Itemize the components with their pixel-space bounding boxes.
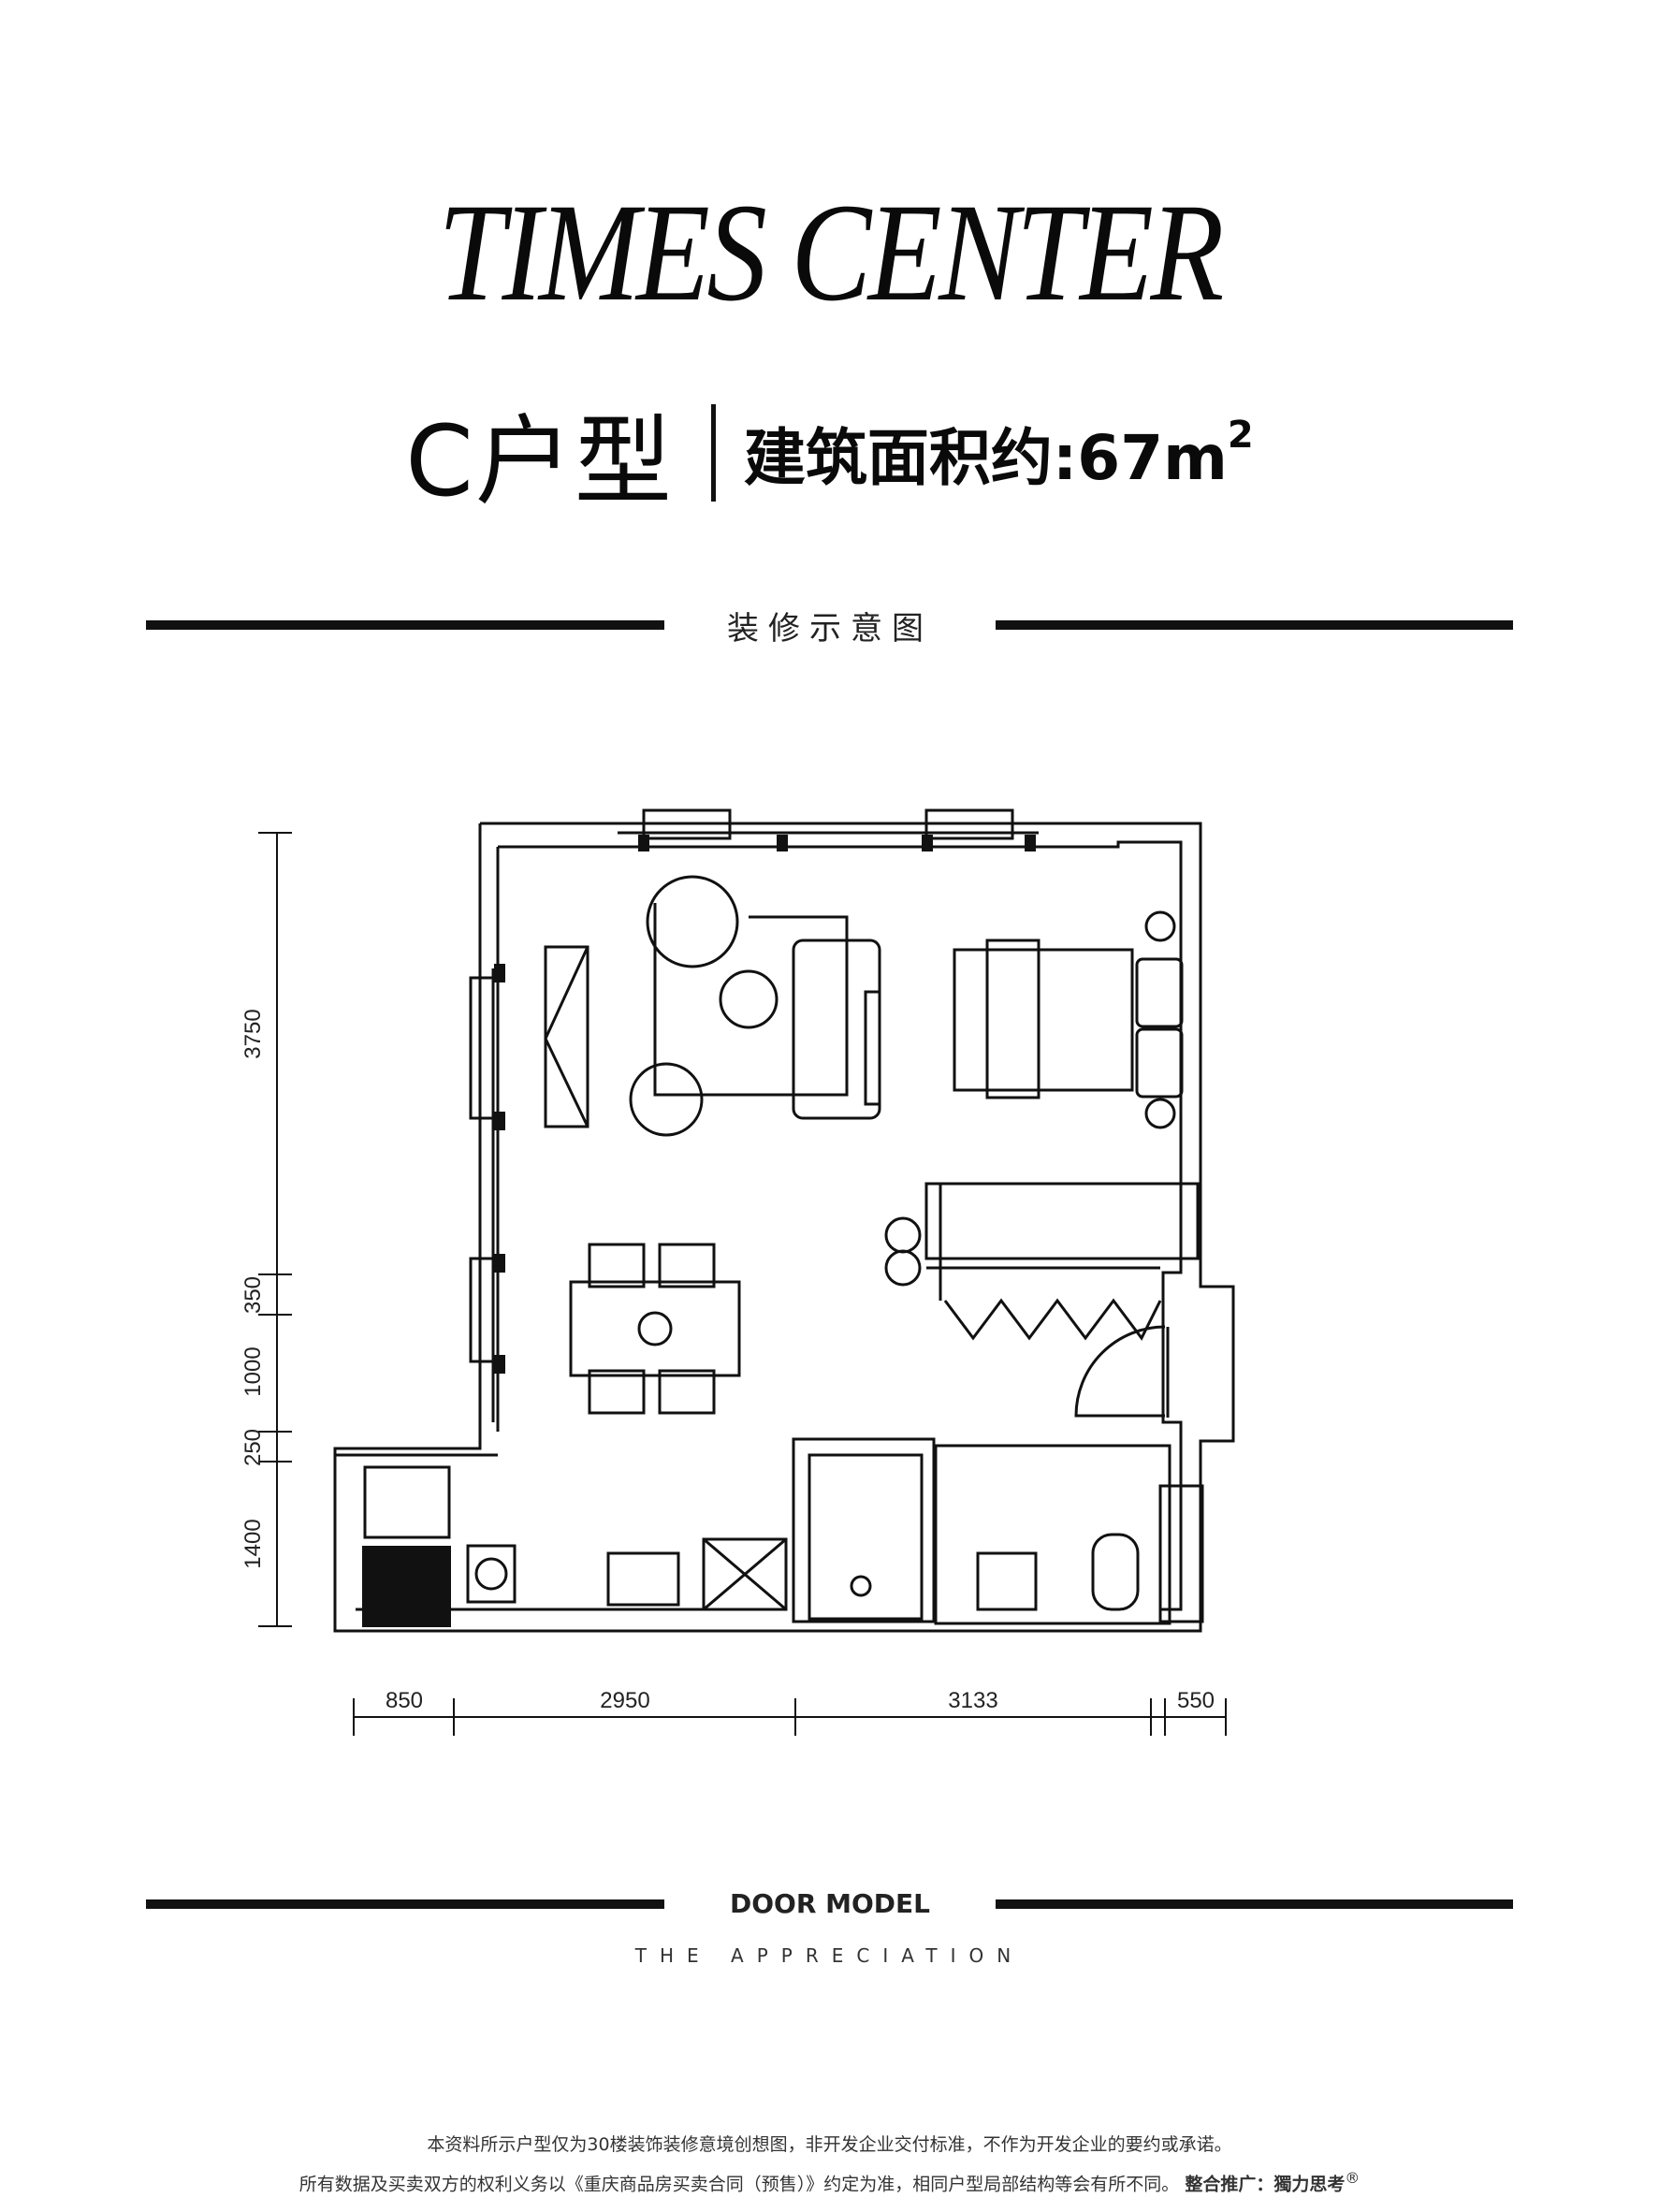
area-value: 建筑面积约:67m [743, 421, 1228, 494]
area-superscript: 2 [1227, 413, 1254, 457]
bathroom-wall [792, 1437, 936, 1623]
top-window-left [642, 808, 732, 840]
divider-right-bottom [996, 1899, 1513, 1909]
bed [953, 948, 1134, 1092]
decoration-diagram-label: 装修示意图 [727, 610, 933, 648]
disclaimer-line-2-text: 所有数据及买卖双方的权利义务以《重庆商品房买卖合同（预售）》约定为准，相同户型局… [298, 2174, 1180, 2195]
divider-right-top [996, 620, 1513, 630]
registered-mark: ® [1345, 2169, 1361, 2187]
armchair-bottom [629, 1062, 704, 1137]
pillow-top [1135, 957, 1184, 1028]
nightstand-lamp-top [1144, 910, 1176, 942]
disclaimer-line-2: 所有数据及买卖双方的权利义务以《重庆商品房买卖合同（预售）》约定为准，相同户型局… [0, 2161, 1659, 2201]
dim-h-2950: 2950 [600, 1688, 649, 1713]
kitchen-sink [606, 1551, 680, 1607]
nightstand-lamp-bottom [1144, 1098, 1176, 1129]
living-rug [653, 903, 849, 1097]
disclaimer: 本资料所示户型仅为30楼装饰装修意境创想图，非开发企业交付标准，不作为开发企业的… [0, 2128, 1659, 2201]
dim-v-350: 350 [240, 1276, 266, 1314]
tv-cabinet [544, 945, 589, 1128]
wardrobe [924, 1182, 1200, 1260]
dim-h-3133: 3133 [948, 1688, 997, 1713]
door-model-label: DOOR MODEL [729, 1888, 931, 1919]
fridge [363, 1465, 451, 1539]
dim-v-250: 250 [240, 1429, 266, 1466]
toilet [1091, 1533, 1140, 1611]
washer [466, 1544, 517, 1604]
dim-h-550: 550 [1177, 1688, 1215, 1713]
outer-wall [333, 822, 1235, 1633]
dim-h-850: 850 [386, 1688, 423, 1713]
left-window-top [469, 976, 495, 1120]
shower-tray [702, 1537, 788, 1611]
subtitle-row: C户型 建筑面积约:67m2 [0, 382, 1659, 523]
dim-v-1000: 1000 [240, 1346, 266, 1396]
divider-left-bottom [146, 1899, 664, 1909]
floor-plan: 3750 350 1000 250 1400 850 2950 3133 550 [240, 808, 1235, 1736]
promo-credit: 整合推广：獨力思考 [1185, 2174, 1346, 2195]
top-window-right [924, 808, 1014, 840]
pillow-bottom [1135, 1027, 1184, 1099]
dining-lamp [637, 1311, 673, 1346]
dining-table [569, 1280, 741, 1377]
dim-v-3750: 3750 [240, 1009, 266, 1058]
bathroom-sink [976, 1551, 1038, 1611]
divider-left-top [146, 620, 664, 630]
armchair-top [646, 875, 739, 968]
dim-v-1400: 1400 [240, 1519, 266, 1568]
subtitle-separator [710, 403, 716, 502]
disclaimer-line-1: 本资料所示户型仅为30楼装饰装修意境创想图，非开发企业交付标准，不作为开发企业的… [427, 2134, 1232, 2155]
left-window-bottom [469, 1257, 495, 1363]
bathroom-right [934, 1444, 1171, 1625]
inner-wall [498, 840, 1183, 1611]
area-label: 建筑面积约:67m2 [744, 408, 1254, 498]
unit-type-label: C户型 [405, 404, 674, 518]
coffee-table [719, 969, 779, 1029]
kitchen-cabinet-block [362, 1546, 451, 1627]
appreciation-label: THE APPRECIATION [634, 1944, 1025, 1967]
page-title: TIMES CENTER [438, 175, 1224, 330]
